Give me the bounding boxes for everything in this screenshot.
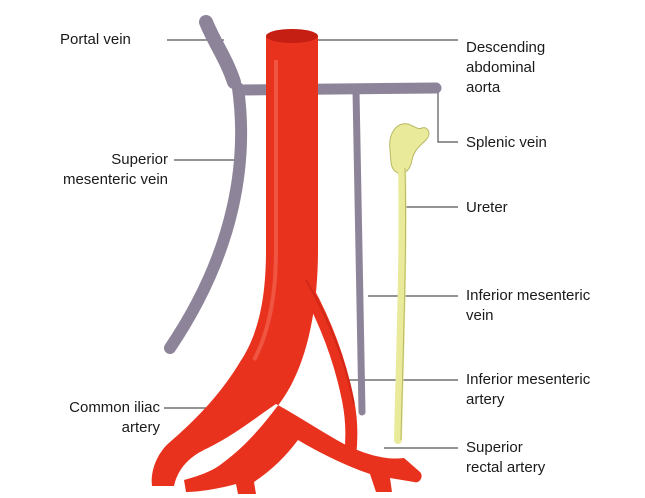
label-line: abdominal xyxy=(466,58,545,78)
label-line: Superior xyxy=(8,150,168,170)
label-splenic-vein: Splenic vein xyxy=(466,133,547,153)
aorta-top xyxy=(266,29,318,43)
label-ureter: Ureter xyxy=(466,198,508,218)
aorta xyxy=(152,36,422,494)
label-line: artery xyxy=(466,390,590,410)
label-superior-rectal-artery: Superior rectal artery xyxy=(466,438,545,478)
label-descending-abdominal-aorta: Descending abdominal aorta xyxy=(466,38,545,98)
label-line: Inferior mesenteric xyxy=(466,370,590,390)
label-line: vein xyxy=(466,306,590,326)
label-line: Descending xyxy=(466,38,545,58)
arteries xyxy=(152,29,422,494)
portal-vein xyxy=(206,22,234,82)
label-line: artery xyxy=(8,418,160,438)
label-superior-mesenteric-vein: Superior mesenteric vein xyxy=(8,150,168,190)
label-line: Superior xyxy=(466,438,545,458)
label-line: Inferior mesenteric xyxy=(466,286,590,306)
label-line: Portal vein xyxy=(60,30,131,50)
label-portal-vein: Portal vein xyxy=(60,30,131,50)
label-line: Ureter xyxy=(466,198,508,218)
label-line: mesenteric vein xyxy=(8,170,168,190)
label-line: Common iliac xyxy=(8,398,160,418)
label-common-iliac-artery: Common iliac artery xyxy=(8,398,160,438)
ureter-shape xyxy=(390,124,429,440)
label-inferior-mesenteric-vein: Inferior mesenteric vein xyxy=(466,286,590,326)
label-line: rectal artery xyxy=(466,458,545,478)
leader-splenic-vein xyxy=(438,92,458,142)
inferior-mesenteric-vein xyxy=(356,90,362,412)
label-line: Splenic vein xyxy=(466,133,547,153)
label-line: aorta xyxy=(466,78,545,98)
superior-mesenteric-vein xyxy=(170,88,241,348)
label-inferior-mesenteric-artery: Inferior mesenteric artery xyxy=(466,370,590,410)
ureter-pelvis xyxy=(390,124,429,174)
